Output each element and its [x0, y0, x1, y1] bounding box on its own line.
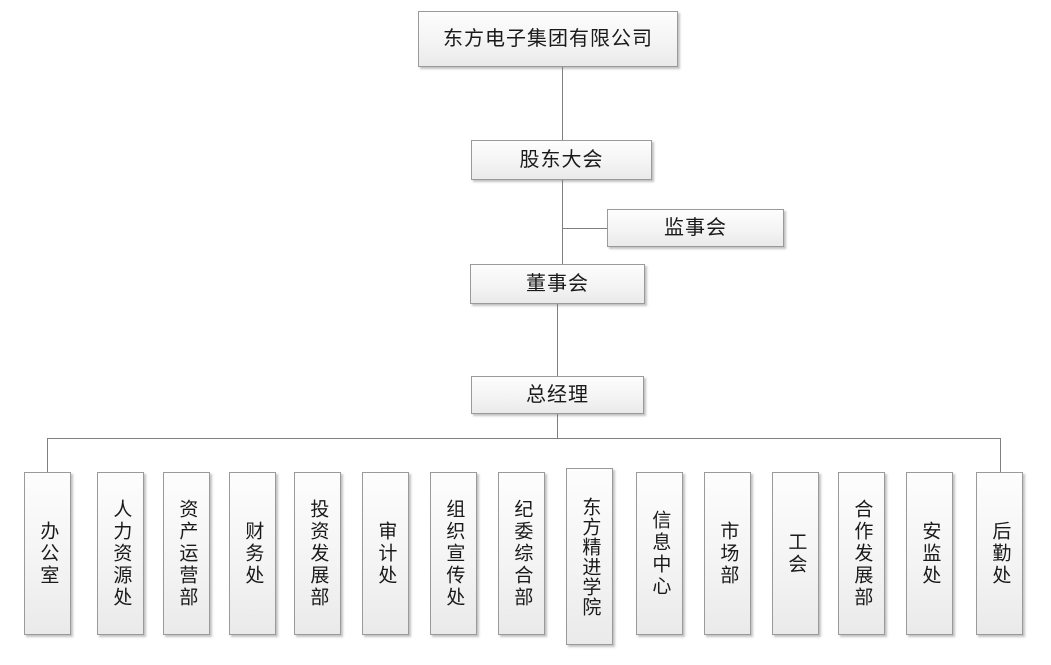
node-department-label: 投资发展部 [307, 498, 329, 609]
node-department-label: 东方精进学院 [579, 496, 601, 617]
node-department-label: 人力资源处 [110, 498, 132, 609]
node-department-cooperation-development[interactable]: 合作发展部 [838, 472, 885, 635]
node-department-dongfang-academy[interactable]: 东方精进学院 [566, 468, 613, 645]
node-company[interactable]: 东方电子集团有限公司 [418, 11, 678, 67]
node-department-label: 市场部 [717, 520, 739, 587]
node-board-of-directors-label: 董事会 [526, 273, 589, 295]
node-department-organization-publicity[interactable]: 组织宣传处 [430, 472, 477, 635]
node-department-label: 工会 [785, 531, 807, 576]
node-department-label: 纪委综合部 [511, 498, 533, 609]
node-department-audit[interactable]: 审计处 [362, 472, 409, 635]
node-department-labor-union[interactable]: 工会 [772, 472, 819, 635]
connector-directors-to-general-manager [557, 304, 558, 376]
node-department-discipline-committee[interactable]: 纪委综合部 [498, 472, 545, 635]
node-department-label: 后勤处 [989, 520, 1011, 587]
node-general-manager-label: 总经理 [526, 384, 589, 406]
node-department-label: 财务处 [242, 520, 264, 587]
node-department-asset-operation[interactable]: 资产运营部 [163, 472, 210, 635]
connector-department-bus [47, 438, 1001, 439]
connector-bus-drop-right [1000, 438, 1001, 472]
node-department-information-center[interactable]: 信息中心 [636, 472, 683, 635]
node-board-of-supervisors-label: 监事会 [664, 217, 727, 239]
node-board-of-supervisors[interactable]: 监事会 [607, 209, 784, 247]
node-department-label: 信息中心 [649, 509, 671, 598]
node-shareholders-meeting[interactable]: 股东大会 [471, 140, 652, 180]
connector-company-to-shareholders [562, 67, 563, 140]
node-department-office[interactable]: 办公室 [24, 472, 71, 635]
node-department-label: 合作发展部 [851, 498, 873, 609]
node-department-label: 安监处 [919, 520, 941, 587]
node-department-finance[interactable]: 财务处 [229, 472, 276, 635]
node-department-label: 资产运营部 [176, 498, 198, 609]
node-department-label: 审计处 [375, 520, 397, 587]
node-department-investment-development[interactable]: 投资发展部 [294, 472, 341, 635]
node-department-label: 组织宣传处 [443, 498, 465, 609]
node-department-safety-supervision[interactable]: 安监处 [906, 472, 953, 635]
node-board-of-directors[interactable]: 董事会 [470, 264, 645, 304]
node-department-human-resources[interactable]: 人力资源处 [97, 472, 144, 635]
node-shareholders-meeting-label: 股东大会 [519, 149, 604, 171]
connector-general-manager-to-bus [557, 414, 558, 438]
node-department-label: 办公室 [37, 520, 59, 587]
node-department-marketing[interactable]: 市场部 [704, 472, 751, 635]
connector-bus-drop-left [47, 438, 48, 472]
node-department-logistics[interactable]: 后勤处 [976, 472, 1023, 635]
node-company-label: 东方电子集团有限公司 [443, 28, 653, 50]
connector-shareholders-to-directors [562, 180, 563, 264]
node-general-manager[interactable]: 总经理 [471, 376, 644, 414]
connector-stem-to-supervisors [562, 228, 607, 229]
